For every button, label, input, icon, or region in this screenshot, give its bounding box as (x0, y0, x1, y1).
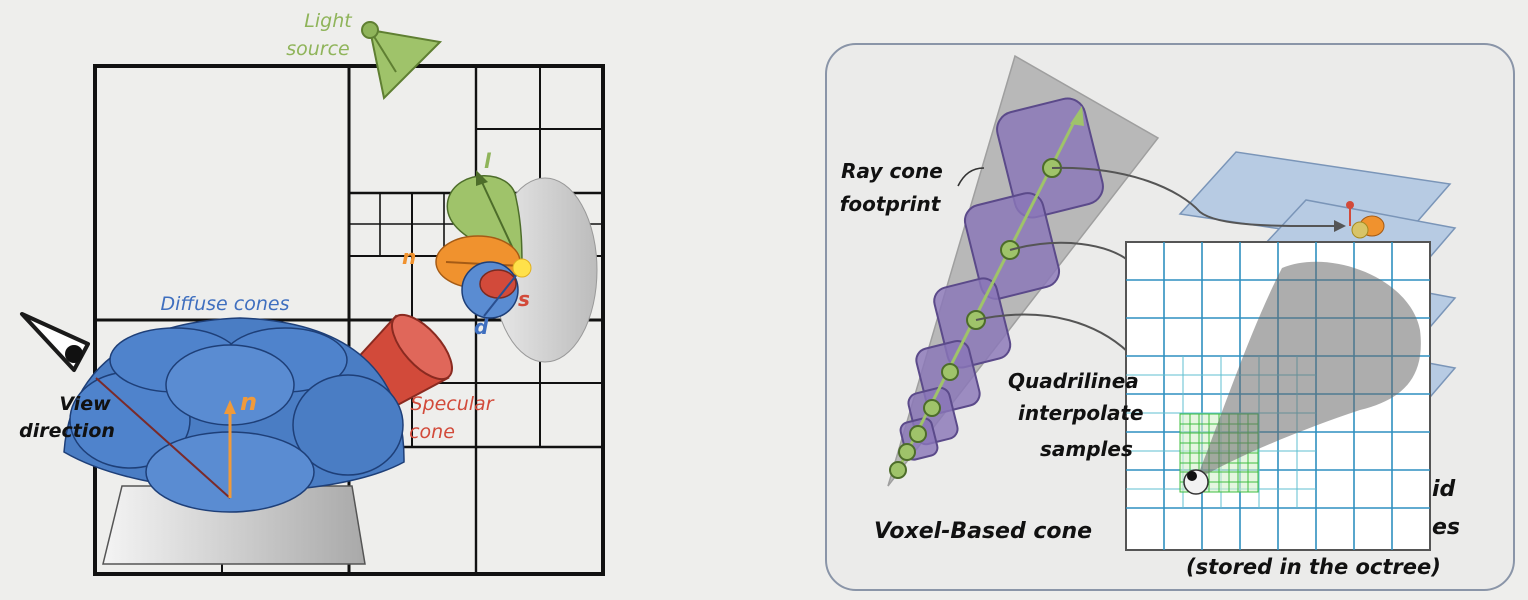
ray-cone-label-line2: footprint (840, 192, 942, 216)
lobe-d-label: d (474, 315, 489, 339)
right-diagram: Ray cone footprint Quadrilinea interpola… (825, 43, 1515, 591)
eye-icon (20, 312, 90, 372)
lobe-glyph-icon (1346, 201, 1385, 239)
light-source-label: Light (304, 10, 353, 32)
voxel-cone-label: Voxel-Based cone (874, 519, 1092, 544)
lobe-l-label: l (484, 149, 492, 173)
interpolation-label-line2: interpolate (1018, 401, 1144, 425)
normal-arrow (224, 400, 236, 498)
ray-cone-label: Ray cone (841, 159, 943, 183)
diffuse-cones (63, 317, 405, 513)
normal-label: n (240, 388, 257, 416)
eye-ball-icon (1183, 469, 1209, 495)
lobe-n-label: n (402, 245, 416, 269)
view-direction-label-line2: direction (19, 420, 115, 442)
interpolation-label-line3: samples (1040, 437, 1133, 461)
octree-storage-label: (stored in the octree) (1186, 555, 1441, 579)
brdf-lobes (435, 170, 598, 363)
interpolation-label: Quadrilinea (1008, 369, 1139, 393)
sample-connectors (975, 166, 1346, 353)
left-diagram: Light source Diffuse cones View directio… (19, 10, 605, 576)
view-direction-label: View (59, 393, 111, 415)
callout-squiggle (957, 167, 985, 187)
view-direction-ray (95, 377, 231, 499)
voxel-grid-panel (1125, 241, 1431, 551)
cone-samples (889, 106, 1084, 479)
light-source-icon (361, 21, 443, 101)
specular-cone-label-line2: cone (409, 421, 455, 443)
diffuse-cones-label: Diffuse cones (161, 293, 290, 315)
grid-label-partial-line2: es (1432, 515, 1460, 540)
specular-cone-label: Specular (410, 393, 494, 415)
cone-projection (1196, 261, 1421, 480)
grid-label-partial: id (1432, 477, 1456, 502)
lobe-s-label: s (518, 287, 530, 311)
light-source-label-line2: source (286, 38, 350, 60)
